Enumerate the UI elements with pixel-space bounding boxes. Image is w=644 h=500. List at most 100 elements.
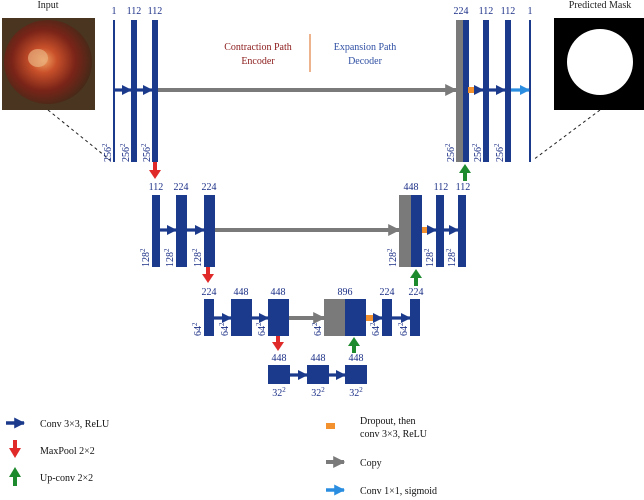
expansion-title: Expansion Path	[334, 42, 397, 53]
upconv-arrow-1	[459, 164, 471, 181]
l1-dec-copy-block	[456, 20, 463, 162]
l3-dec-ch-3: 224	[409, 287, 424, 298]
l2-enc-ch-2: 224	[174, 182, 189, 193]
l1-enc-ch-2: 112	[127, 6, 142, 17]
level-4: 448 448 448 322 322 322	[268, 353, 367, 399]
l1-enc-block-1	[113, 20, 115, 162]
l4-ch-1: 448	[272, 353, 287, 364]
legend-conv1x1: Conv 1×1, sigmoid	[326, 484, 437, 497]
l3-dim-6: 642	[397, 322, 410, 336]
l1-dropout-mark	[468, 87, 475, 93]
l4-dim-1: 322	[272, 386, 286, 399]
legend-dropout: Dropout, then conv 3×3, ReLU	[326, 416, 428, 440]
l3-dim-3: 642	[255, 322, 268, 336]
l3-dim-1: 642	[191, 322, 204, 336]
l3-enc-ch-1: 224	[202, 287, 217, 298]
l1-enc-ch-1: 1	[112, 6, 117, 17]
l3-dec-block-1	[345, 299, 366, 336]
l4-dim-2: 322	[311, 386, 325, 399]
output-link	[532, 109, 601, 161]
l4-block-1	[268, 365, 290, 384]
l4-block-2	[307, 365, 329, 384]
l1-dim-3: 2562	[140, 143, 153, 162]
l1-dec-block-1	[463, 20, 469, 162]
maxpool-arrow-3	[272, 336, 284, 351]
upconv-arrow-3	[348, 337, 360, 353]
input-image	[2, 18, 95, 110]
l1-dec-block-3	[505, 20, 511, 162]
legend-upconv-label: Up-conv 2×2	[40, 473, 93, 484]
l2-dropout-mark	[422, 227, 429, 233]
contraction-subtitle: Encoder	[241, 56, 275, 67]
l3-dropout-mark	[366, 315, 373, 321]
l3-enc-block-2	[231, 299, 252, 336]
l3-dec-ch-2: 224	[380, 287, 395, 298]
l1-dec-ch-2: 112	[479, 6, 494, 17]
l1-dec-ch-3: 112	[501, 6, 516, 17]
maxpool-arrow-2	[202, 267, 214, 283]
l1-dim-2: 2562	[119, 143, 132, 162]
legend-copy-label: Copy	[360, 458, 382, 469]
predicted-mask-image	[554, 18, 644, 110]
l2-dim-6: 1282	[445, 248, 458, 267]
l2-dec-block-2	[436, 195, 444, 267]
legend-maxpool-icon	[9, 440, 21, 458]
l1-enc-ch-3: 112	[148, 6, 163, 17]
l4-ch-2: 448	[311, 353, 326, 364]
l1-dim-6: 2562	[493, 143, 506, 162]
l2-dim-5: 1282	[423, 248, 436, 267]
l2-enc-block-1	[152, 195, 160, 267]
legend-dropout-icon	[326, 423, 335, 429]
level-1: 1 112 112 224 112 112 1 2562 2562 2562 2…	[101, 6, 533, 162]
l2-dec-block-1	[411, 195, 422, 267]
l2-dim-2: 1282	[163, 248, 176, 267]
l4-dim-3: 322	[349, 386, 363, 399]
l1-dim-1: 2562	[101, 143, 114, 162]
l3-dec-copy-block	[324, 299, 345, 336]
legend-dropout-label-2: conv 3×3, ReLU	[360, 429, 428, 440]
upconv-arrow-2	[410, 269, 422, 286]
l2-dec-ch-3: 112	[456, 182, 471, 193]
legend: Conv 3×3, ReLU MaxPool 2×2 Up-conv 2×2 D…	[6, 416, 437, 497]
expansion-subtitle: Decoder	[348, 56, 383, 67]
l1-dec-block-2	[483, 20, 489, 162]
l4-ch-3: 448	[349, 353, 364, 364]
l3-dec-block-2	[382, 299, 392, 336]
level-2: 112 224 224 448 112 112 1282 1282 1282 1…	[139, 182, 470, 267]
l2-dec-ch-1: 448	[404, 182, 419, 193]
l2-enc-block-2	[176, 195, 187, 267]
l2-dim-1: 1282	[139, 248, 152, 267]
output-label: Predicted Mask	[569, 0, 632, 11]
l1-dim-5: 2562	[471, 143, 484, 162]
l3-enc-ch-2: 448	[234, 287, 249, 298]
l1-enc-block-2	[131, 20, 137, 162]
l1-dec-ch-1: 224	[454, 6, 469, 17]
contraction-title: Contraction Path	[224, 42, 292, 53]
l3-dim-5: 642	[369, 322, 382, 336]
legend-conv: Conv 3×3, ReLU	[6, 417, 110, 430]
maxpool-arrow-1	[149, 162, 161, 179]
l2-dec-copy-block	[399, 195, 411, 267]
l2-enc-ch-1: 112	[149, 182, 164, 193]
legend-maxpool: MaxPool 2×2	[9, 440, 95, 458]
l2-enc-block-3	[204, 195, 215, 267]
level-3: 224 448 448 896 224 224 642 642 642 642 …	[191, 287, 424, 336]
legend-dropout-label-1: Dropout, then	[360, 416, 416, 427]
l2-dec-block-3	[458, 195, 466, 267]
l3-dim-2: 642	[218, 322, 231, 336]
legend-copy: Copy	[326, 456, 382, 469]
l2-enc-ch-3: 224	[202, 182, 217, 193]
l1-out-block	[529, 20, 531, 162]
l2-dec-ch-2: 112	[434, 182, 449, 193]
l3-dec-ch-1: 896	[338, 287, 353, 298]
l3-dec-block-3	[410, 299, 420, 336]
l3-dim-4: 642	[311, 322, 324, 336]
l2-dim-4: 1282	[386, 248, 399, 267]
legend-conv1x1-label: Conv 1×1, sigmoid	[360, 486, 437, 497]
input-label: Input	[37, 0, 58, 11]
l3-enc-ch-3: 448	[271, 287, 286, 298]
l1-dim-4: 2562	[444, 143, 457, 162]
legend-upconv: Up-conv 2×2	[9, 467, 93, 486]
